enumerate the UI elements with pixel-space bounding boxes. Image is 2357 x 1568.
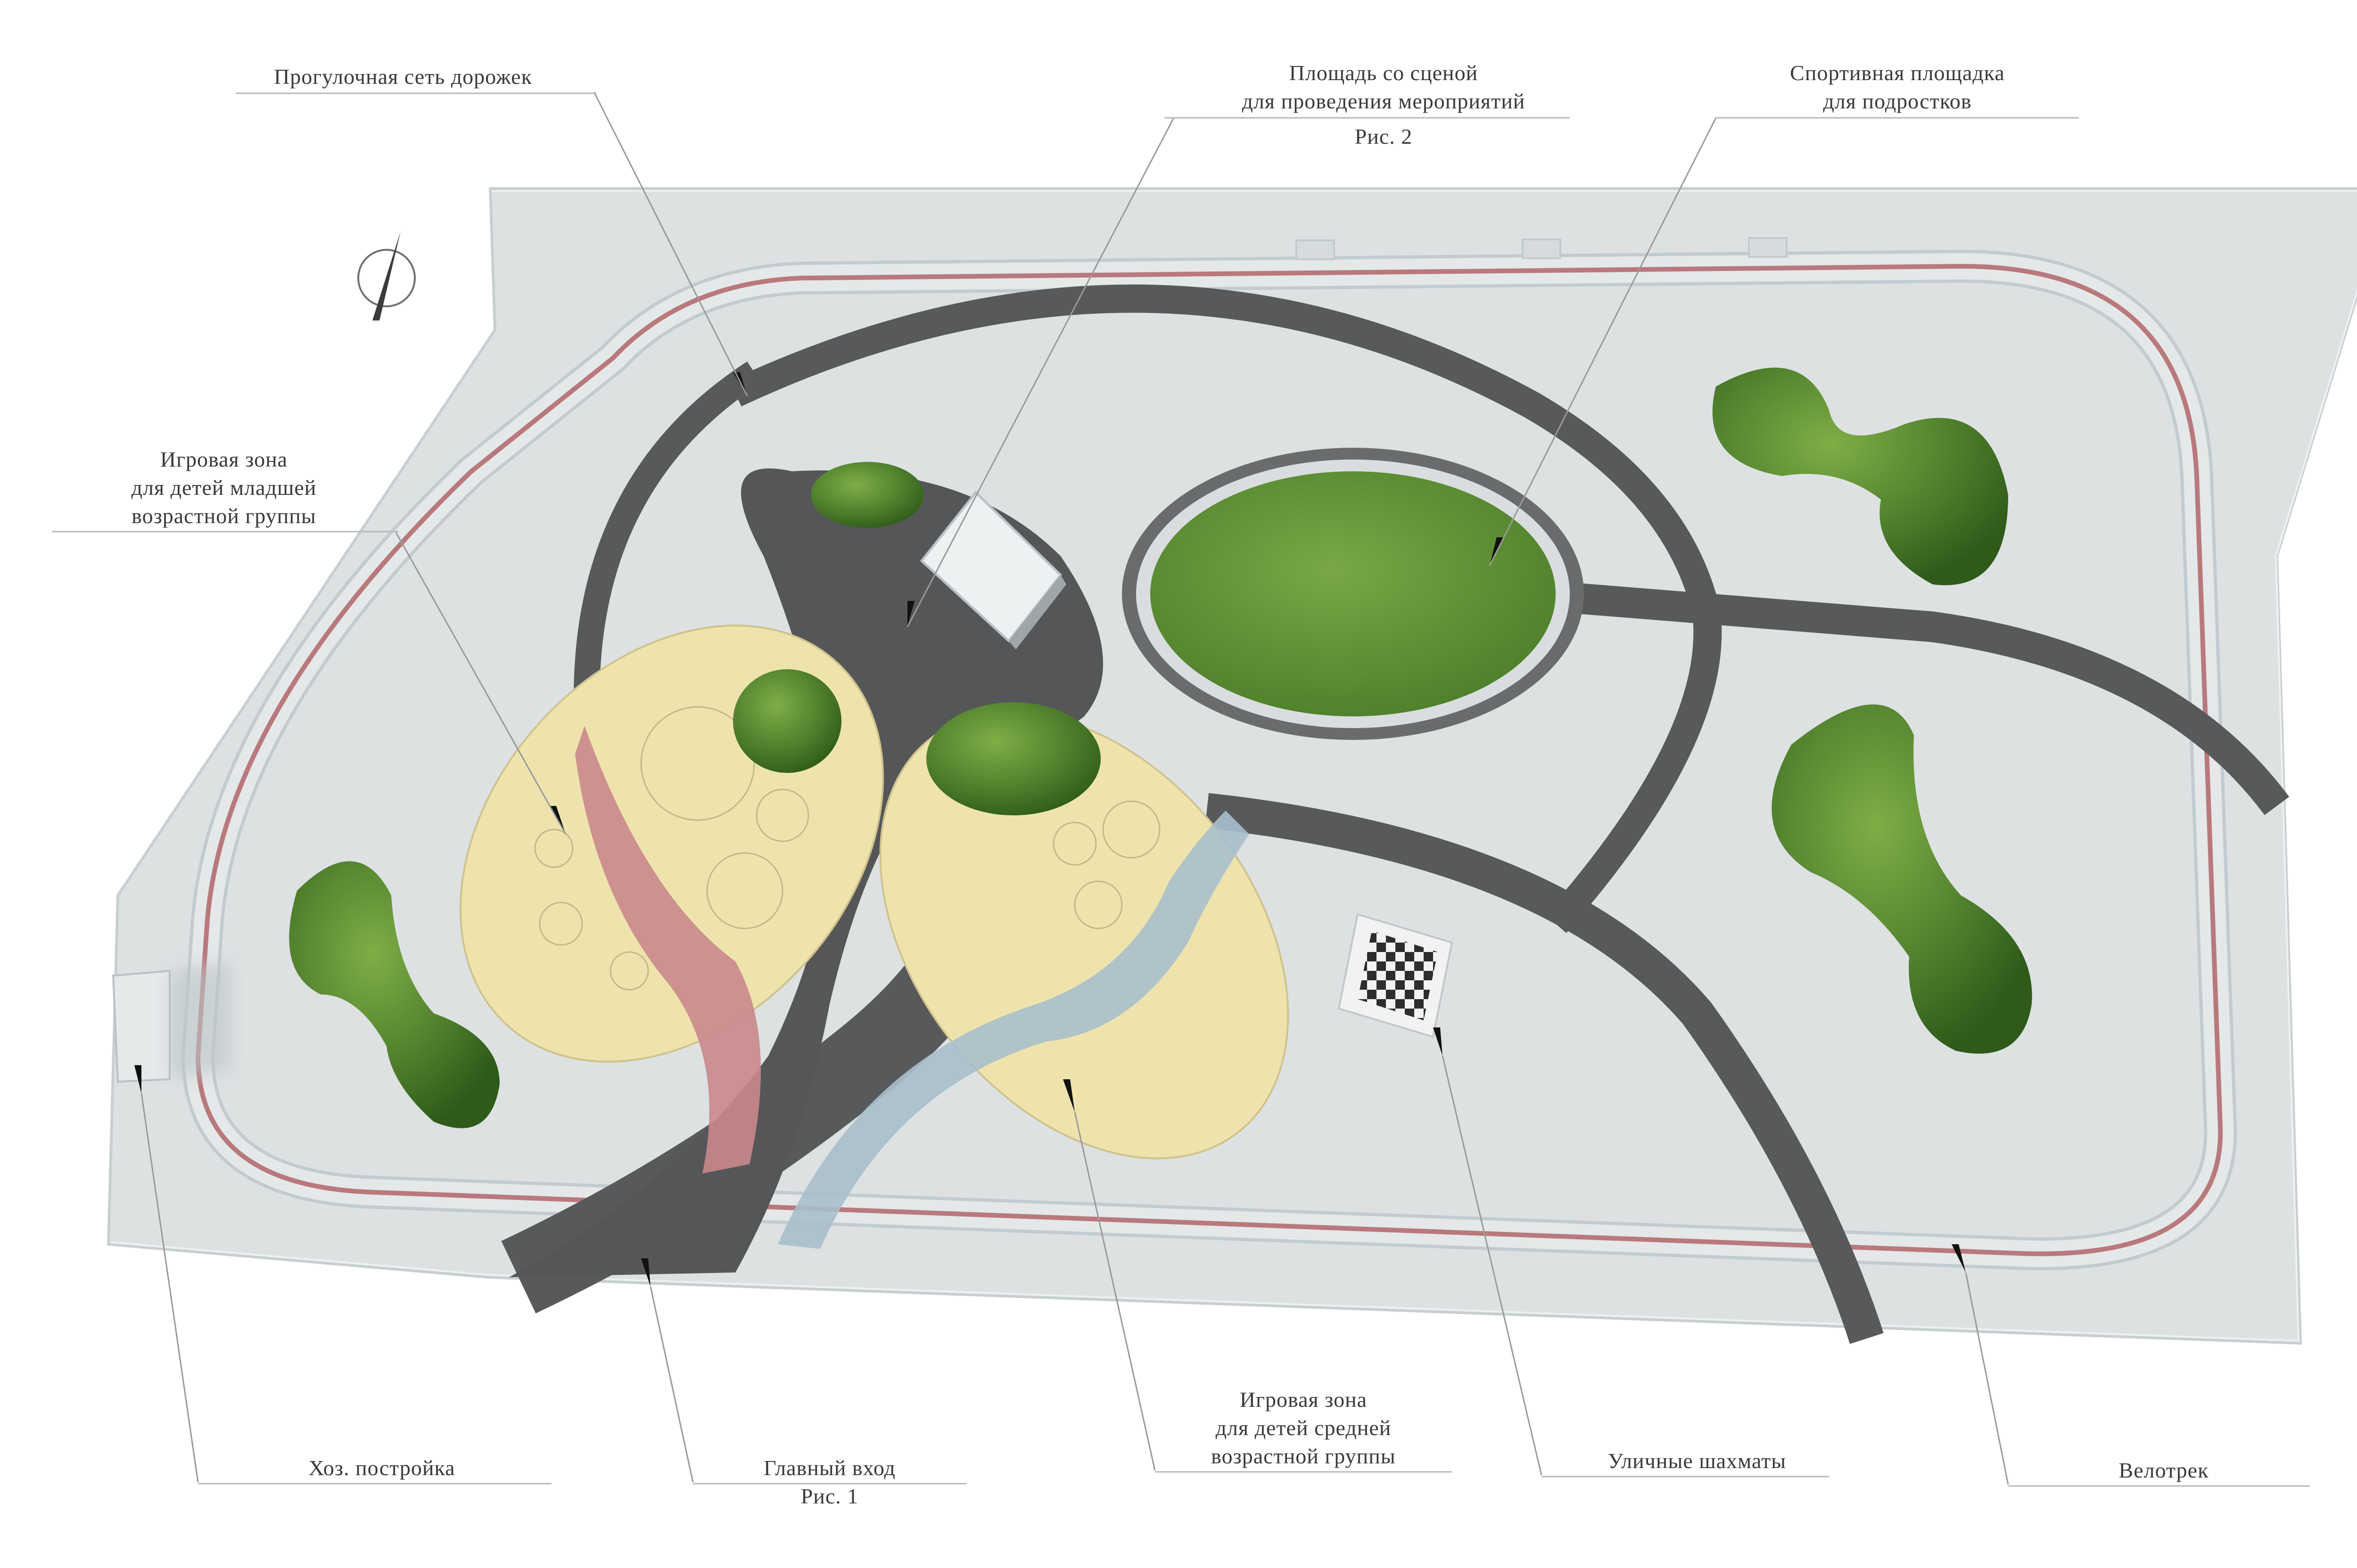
lawn-oval bbox=[1122, 448, 1584, 740]
label-middle-play-1: Игровая зона bbox=[1240, 1387, 1367, 1412]
label-junior-play-1: Игровая зона bbox=[160, 447, 288, 471]
label-figure-2: Рис. 2 bbox=[1355, 124, 1413, 148]
label-sports-ground-2: для подростков bbox=[1823, 89, 1971, 113]
label-bike-track: Велотрек bbox=[2119, 1458, 2209, 1482]
middle-play-zone bbox=[778, 712, 1289, 1249]
label-main-entrance: Главный вход bbox=[764, 1456, 896, 1480]
label-middle-play-3: возрастной группы bbox=[1211, 1444, 1396, 1468]
north-arrow-icon bbox=[357, 231, 416, 320]
label-junior-play-3: возрастной группы bbox=[132, 504, 316, 528]
leader-markers bbox=[134, 372, 1966, 1287]
label-figure-1: Рис. 1 bbox=[801, 1484, 859, 1508]
street-chess bbox=[1337, 913, 1453, 1038]
stage-square bbox=[509, 468, 1103, 1277]
label-walking-paths: Прогулочная сеть дорожек bbox=[274, 65, 532, 89]
bushes bbox=[289, 368, 2032, 1128]
site-ground bbox=[107, 187, 2357, 1345]
label-sports-ground-1: Спортивная площадка bbox=[1790, 61, 2005, 85]
label-street-chess: Уличные шахматы bbox=[1608, 1449, 1786, 1473]
label-stage-square-1: Площадь со сценой bbox=[1289, 61, 1478, 85]
bike-track bbox=[181, 237, 2237, 1271]
label-utility-building: Хоз. постройка bbox=[308, 1456, 455, 1480]
label-middle-play-2: для детей средней bbox=[1216, 1416, 1392, 1440]
label-stage-square-2: для проведения мероприятий bbox=[1242, 89, 1525, 113]
label-underlines bbox=[52, 92, 2310, 1487]
leader-lines bbox=[140, 91, 2009, 1485]
label-junior-play-2: для детей младшей bbox=[132, 476, 317, 500]
stage-building bbox=[920, 491, 1066, 649]
utility-building bbox=[112, 961, 231, 1083]
